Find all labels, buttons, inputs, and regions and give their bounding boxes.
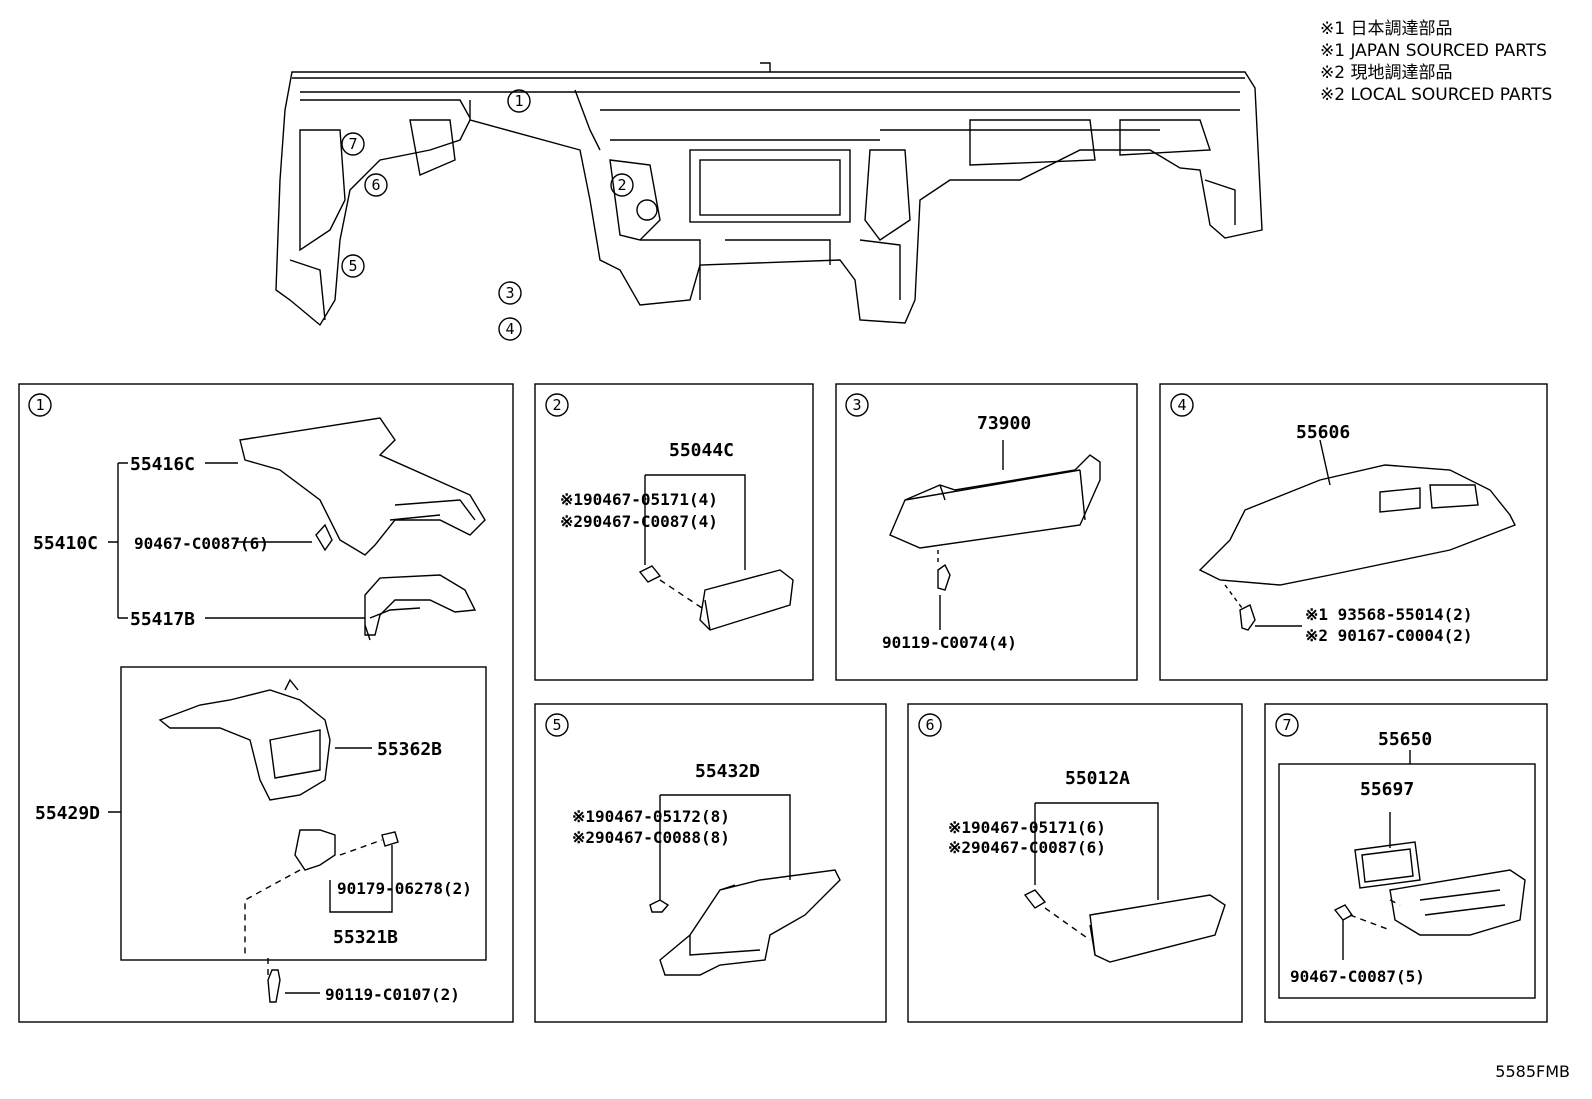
legend-line-1: ※1 日本調達部品 xyxy=(1320,19,1453,39)
cover-55044C xyxy=(699,569,794,631)
part-label-55429D: 55429D xyxy=(35,803,100,824)
bracket-55417B xyxy=(364,574,477,636)
bracket-55321B xyxy=(294,829,336,871)
register-55650 xyxy=(1389,869,1526,936)
register-bezel-55697 xyxy=(1354,841,1421,889)
bolt-90119-C0107 xyxy=(267,969,281,1003)
part-label-55410C: 55410C xyxy=(33,533,98,554)
callout-label-2: 2 xyxy=(617,176,626,194)
callout-label-7: 7 xyxy=(348,135,357,153)
part-label-55362B: 55362B xyxy=(377,739,442,760)
callout-label-5: 5 xyxy=(348,257,357,275)
legend-line-3: ※2 現地調達部品 xyxy=(1320,63,1453,83)
clip-label-2: ※290467-C0087(4) xyxy=(560,512,718,531)
part-label-90119-C0107: 90119-C0107(2) xyxy=(325,985,460,1004)
part-label-55044C: 55044C xyxy=(669,440,734,461)
panel-6-number: 6 xyxy=(925,716,934,734)
callout-4 xyxy=(498,317,522,341)
part-label-90179-06278: 90179-06278(2) xyxy=(337,879,472,898)
callout-label-3: 3 xyxy=(505,284,514,302)
callout-label-6: 6 xyxy=(371,176,380,194)
bolt-icon xyxy=(937,563,951,591)
callout-1 xyxy=(507,89,531,113)
panel-1-number: 1 xyxy=(35,396,44,414)
part-label-55650: 55650 xyxy=(1378,729,1432,750)
panel-4-frame xyxy=(1159,383,1548,681)
callout-6 xyxy=(364,173,388,197)
bolt-label-1: ※1 93568-55014(2) xyxy=(1305,605,1473,624)
clip-icon xyxy=(1333,904,1354,921)
callout-7 xyxy=(341,132,365,156)
clip-icon xyxy=(315,523,333,552)
part-label-73900: 73900 xyxy=(977,413,1031,434)
instrument-panel-reinforcement xyxy=(275,62,1263,327)
clip-label-1: ※190467-05171(6) xyxy=(948,818,1106,837)
callout-label-4: 4 xyxy=(505,320,514,338)
screw-90179 xyxy=(381,831,399,847)
part-label-55606: 55606 xyxy=(1296,422,1350,443)
part-label-55416C: 55416C xyxy=(130,454,195,475)
part-label-55417B: 55417B xyxy=(130,609,195,630)
panel-5-frame xyxy=(534,703,887,1023)
clip-label-2: ※290467-C0087(6) xyxy=(948,838,1106,857)
airbag-73900 xyxy=(889,454,1101,549)
bolt-label-90119-C0074: 90119-C0074(4) xyxy=(882,633,1017,652)
panel-7-frame xyxy=(1264,703,1548,1023)
duct-55362B xyxy=(158,689,331,801)
panel-6-frame xyxy=(907,703,1243,1023)
panel-3-number: 3 xyxy=(852,396,861,414)
garnish-55416C xyxy=(239,417,486,556)
callout-5 xyxy=(341,254,365,278)
lower-panel-55432D xyxy=(659,869,841,976)
callout-2 xyxy=(610,173,634,197)
sourcing-legend: ※1 日本調達部品 ※1 JAPAN SOURCED PARTS ※2 現地調達… xyxy=(1320,18,1552,106)
panel-7-subframe xyxy=(1278,763,1536,999)
bolt-icon xyxy=(1239,604,1256,631)
clip-label-1: ※190467-05172(8) xyxy=(572,807,730,826)
panel-2-number: 2 xyxy=(552,396,561,414)
part-label-90467-C0087-6: 90467-C0087(6) xyxy=(134,534,269,553)
lower-panel-55012A xyxy=(1089,894,1226,963)
panel-1-subframe xyxy=(120,666,487,961)
clip-label-2: ※290467-C0088(8) xyxy=(572,828,730,847)
bolt-label-2: ※2 90167-C0004(2) xyxy=(1305,626,1473,645)
clip-icon xyxy=(638,565,662,583)
panel-3-frame xyxy=(835,383,1138,681)
undercover-55606 xyxy=(1198,464,1516,586)
part-label-55697: 55697 xyxy=(1360,779,1414,800)
panel-4-number: 4 xyxy=(1177,396,1186,414)
panel-5-number: 5 xyxy=(552,716,561,734)
legend-line-2: ※1 JAPAN SOURCED PARTS xyxy=(1320,41,1547,61)
callout-3 xyxy=(498,281,522,305)
panel-2-frame xyxy=(534,383,814,681)
callout-label-1: 1 xyxy=(514,92,523,110)
clip-label-1: ※190467-05171(4) xyxy=(560,490,718,509)
panel-7-number: 7 xyxy=(1282,716,1291,734)
part-label-55012A: 55012A xyxy=(1065,768,1130,789)
part-label-55321B: 55321B xyxy=(333,927,398,948)
clip-icon xyxy=(649,899,670,913)
panel-1-frame xyxy=(18,383,514,1023)
legend-line-4: ※2 LOCAL SOURCED PARTS xyxy=(1320,85,1553,105)
part-label-55432D: 55432D xyxy=(695,761,760,782)
clip-icon xyxy=(1023,889,1047,909)
illustration-code: 5585FMB xyxy=(1495,1062,1570,1081)
clip-label-90467-C0087-5: 90467-C0087(5) xyxy=(1290,967,1425,986)
